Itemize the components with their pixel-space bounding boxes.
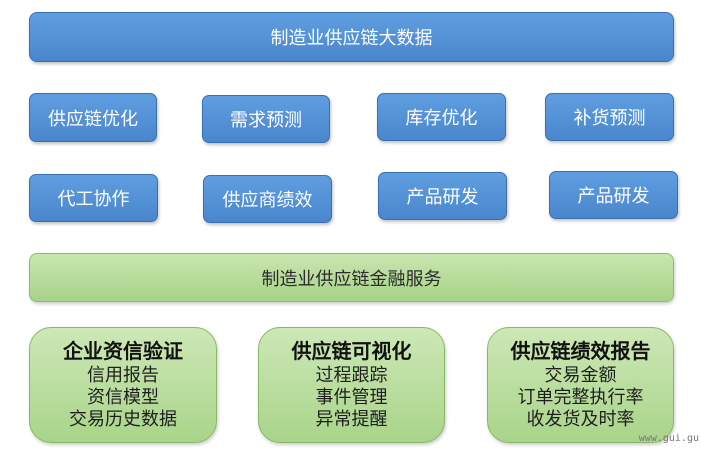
module-demand-forecast: 需求预测: [202, 95, 330, 143]
top-banner: 制造业供应链大数据: [29, 12, 674, 62]
module-label: 产品研发: [577, 186, 650, 207]
module-label: 代工协作: [57, 189, 130, 210]
card-item: 资信模型: [87, 387, 159, 408]
card-title: 供应链可视化: [291, 339, 412, 363]
module-label: 库存优化: [405, 108, 478, 129]
card-item: 事件管理: [315, 387, 388, 408]
module-product-rnd-1: 产品研发: [378, 172, 507, 220]
module-label: 供应链优化: [48, 108, 138, 130]
card-credit-verification: 企业资信验证 信用报告 资信模型 交易历史数据: [29, 327, 217, 443]
finance-services-banner: 制造业供应链金融服务: [29, 253, 674, 302]
card-title: 企业资信验证: [63, 339, 183, 363]
watermark: www.gui.gu: [638, 433, 699, 444]
module-label: 产品研发: [406, 187, 479, 208]
top-banner-label: 制造业供应链大数据: [270, 28, 433, 49]
card-performance-report: 供应链绩效报告 交易金额 订单完整执行率 收发货及时率: [487, 327, 674, 443]
finance-services-label: 制造业供应链金融服务: [261, 268, 442, 290]
card-item: 异常提醒: [315, 409, 388, 430]
module-label: 补货预测: [573, 108, 646, 129]
card-item: 过程跟踪: [315, 365, 388, 386]
module-inventory-optimization: 库存优化: [377, 93, 506, 141]
card-item: 收发货及时率: [526, 409, 635, 430]
module-product-rnd-2: 产品研发: [549, 171, 678, 219]
module-oem-collaboration: 代工协作: [29, 174, 158, 222]
card-item: 交易历史数据: [69, 409, 177, 430]
card-supply-chain-visibility: 供应链可视化 过程跟踪 事件管理 异常提醒: [258, 327, 445, 443]
module-label: 需求预测: [230, 110, 302, 131]
module-supply-chain-optimization: 供应链优化: [29, 93, 157, 142]
card-title: 供应链绩效报告: [510, 339, 651, 363]
card-item: 订单完整执行率: [517, 387, 644, 408]
module-label: 供应商绩效: [222, 190, 313, 211]
card-item: 交易金额: [544, 365, 617, 386]
card-item: 信用报告: [87, 365, 159, 386]
module-supplier-performance: 供应商绩效: [203, 175, 332, 223]
module-replenishment-forecast: 补货预测: [545, 93, 674, 141]
